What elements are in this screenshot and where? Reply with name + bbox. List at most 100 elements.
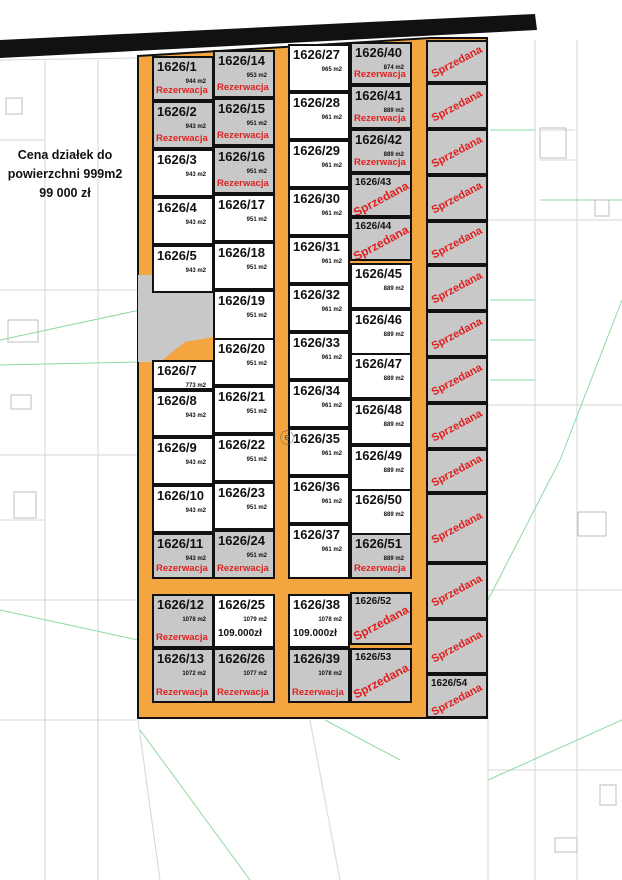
reservation-label: Rezerwacja [292, 687, 344, 698]
plot-sold-strip[interactable]: Sprzedana [426, 265, 488, 311]
plot-area: 943 m2 [185, 508, 206, 514]
sold-label: Sprzedana [429, 43, 485, 80]
sold-label: Sprzedana [429, 133, 485, 171]
reservation-label: Rezerwacja [156, 85, 208, 96]
reservation-label: Rezerwacja [217, 687, 269, 698]
plot-area: 889 m2 [383, 556, 404, 562]
plot-area: 943 m2 [185, 268, 206, 274]
plot-sold-strip[interactable]: Sprzedana [426, 493, 488, 563]
plot-sold-strip[interactable]: Sprzedana [426, 175, 488, 221]
plot-number: 1626/32 [293, 287, 340, 302]
plot-area: 961 m2 [321, 451, 342, 457]
sold-label: Sprzedana [350, 660, 412, 702]
plot-area: 961 m2 [321, 403, 342, 409]
price-legend-line-3: 99 000 zł [39, 186, 91, 200]
plot-number: 1626/13 [157, 651, 204, 666]
plot-sold-strip[interactable]: Sprzedana [426, 221, 488, 265]
plot-area: 889 m2 [383, 512, 404, 518]
plot-number: 1626/47 [355, 356, 402, 371]
plot-number: 1626/5 [157, 248, 197, 263]
plot-area: 889 m2 [383, 108, 404, 114]
plot-sold-strip[interactable]: Sprzedana [426, 40, 488, 83]
sold-label: Sprzedana [429, 407, 485, 445]
plot-sold-strip[interactable]: Sprzedana [426, 83, 488, 129]
plot-sold-strip[interactable]: Sprzedana [426, 619, 488, 674]
plot-1626-5[interactable]: 1626/5 943 m2 [152, 245, 214, 293]
plot-area: 961 m2 [321, 115, 342, 121]
plot-sold-strip[interactable]: Sprzedana [426, 449, 488, 493]
plot-1626-47[interactable]: 1626/47 889 m2 [350, 353, 412, 399]
plot-area: 951 m2 [246, 217, 267, 223]
plot-area: 889 m2 [383, 286, 404, 292]
plot-sold-strip[interactable]: Sprzedana [426, 311, 488, 357]
watermark-logo: ⓔ [280, 430, 294, 446]
plot-area: 889 m2 [383, 376, 404, 382]
plot-number: 1626/16 [218, 149, 265, 164]
sold-label: Sprzedana [429, 572, 485, 610]
plot-number: 1626/2 [157, 104, 197, 119]
plot-number: 1626/36 [293, 479, 340, 494]
plot-number: 1626/52 [355, 596, 392, 607]
plot-number: 1626/11 [157, 536, 204, 551]
plot-area: 961 m2 [321, 355, 342, 361]
plot-area: 951 m2 [246, 121, 267, 127]
plot-sold-strip[interactable]: Sprzedana [426, 357, 488, 403]
plot-number: 1626/9 [157, 440, 197, 455]
plot-sold-strip[interactable]: Sprzedana [426, 129, 488, 175]
plot-sold-strip[interactable]: Sprzedana [426, 563, 488, 619]
plot-area: 961 m2 [321, 547, 342, 553]
plot-sold-strip[interactable]: Sprzedana [426, 403, 488, 449]
